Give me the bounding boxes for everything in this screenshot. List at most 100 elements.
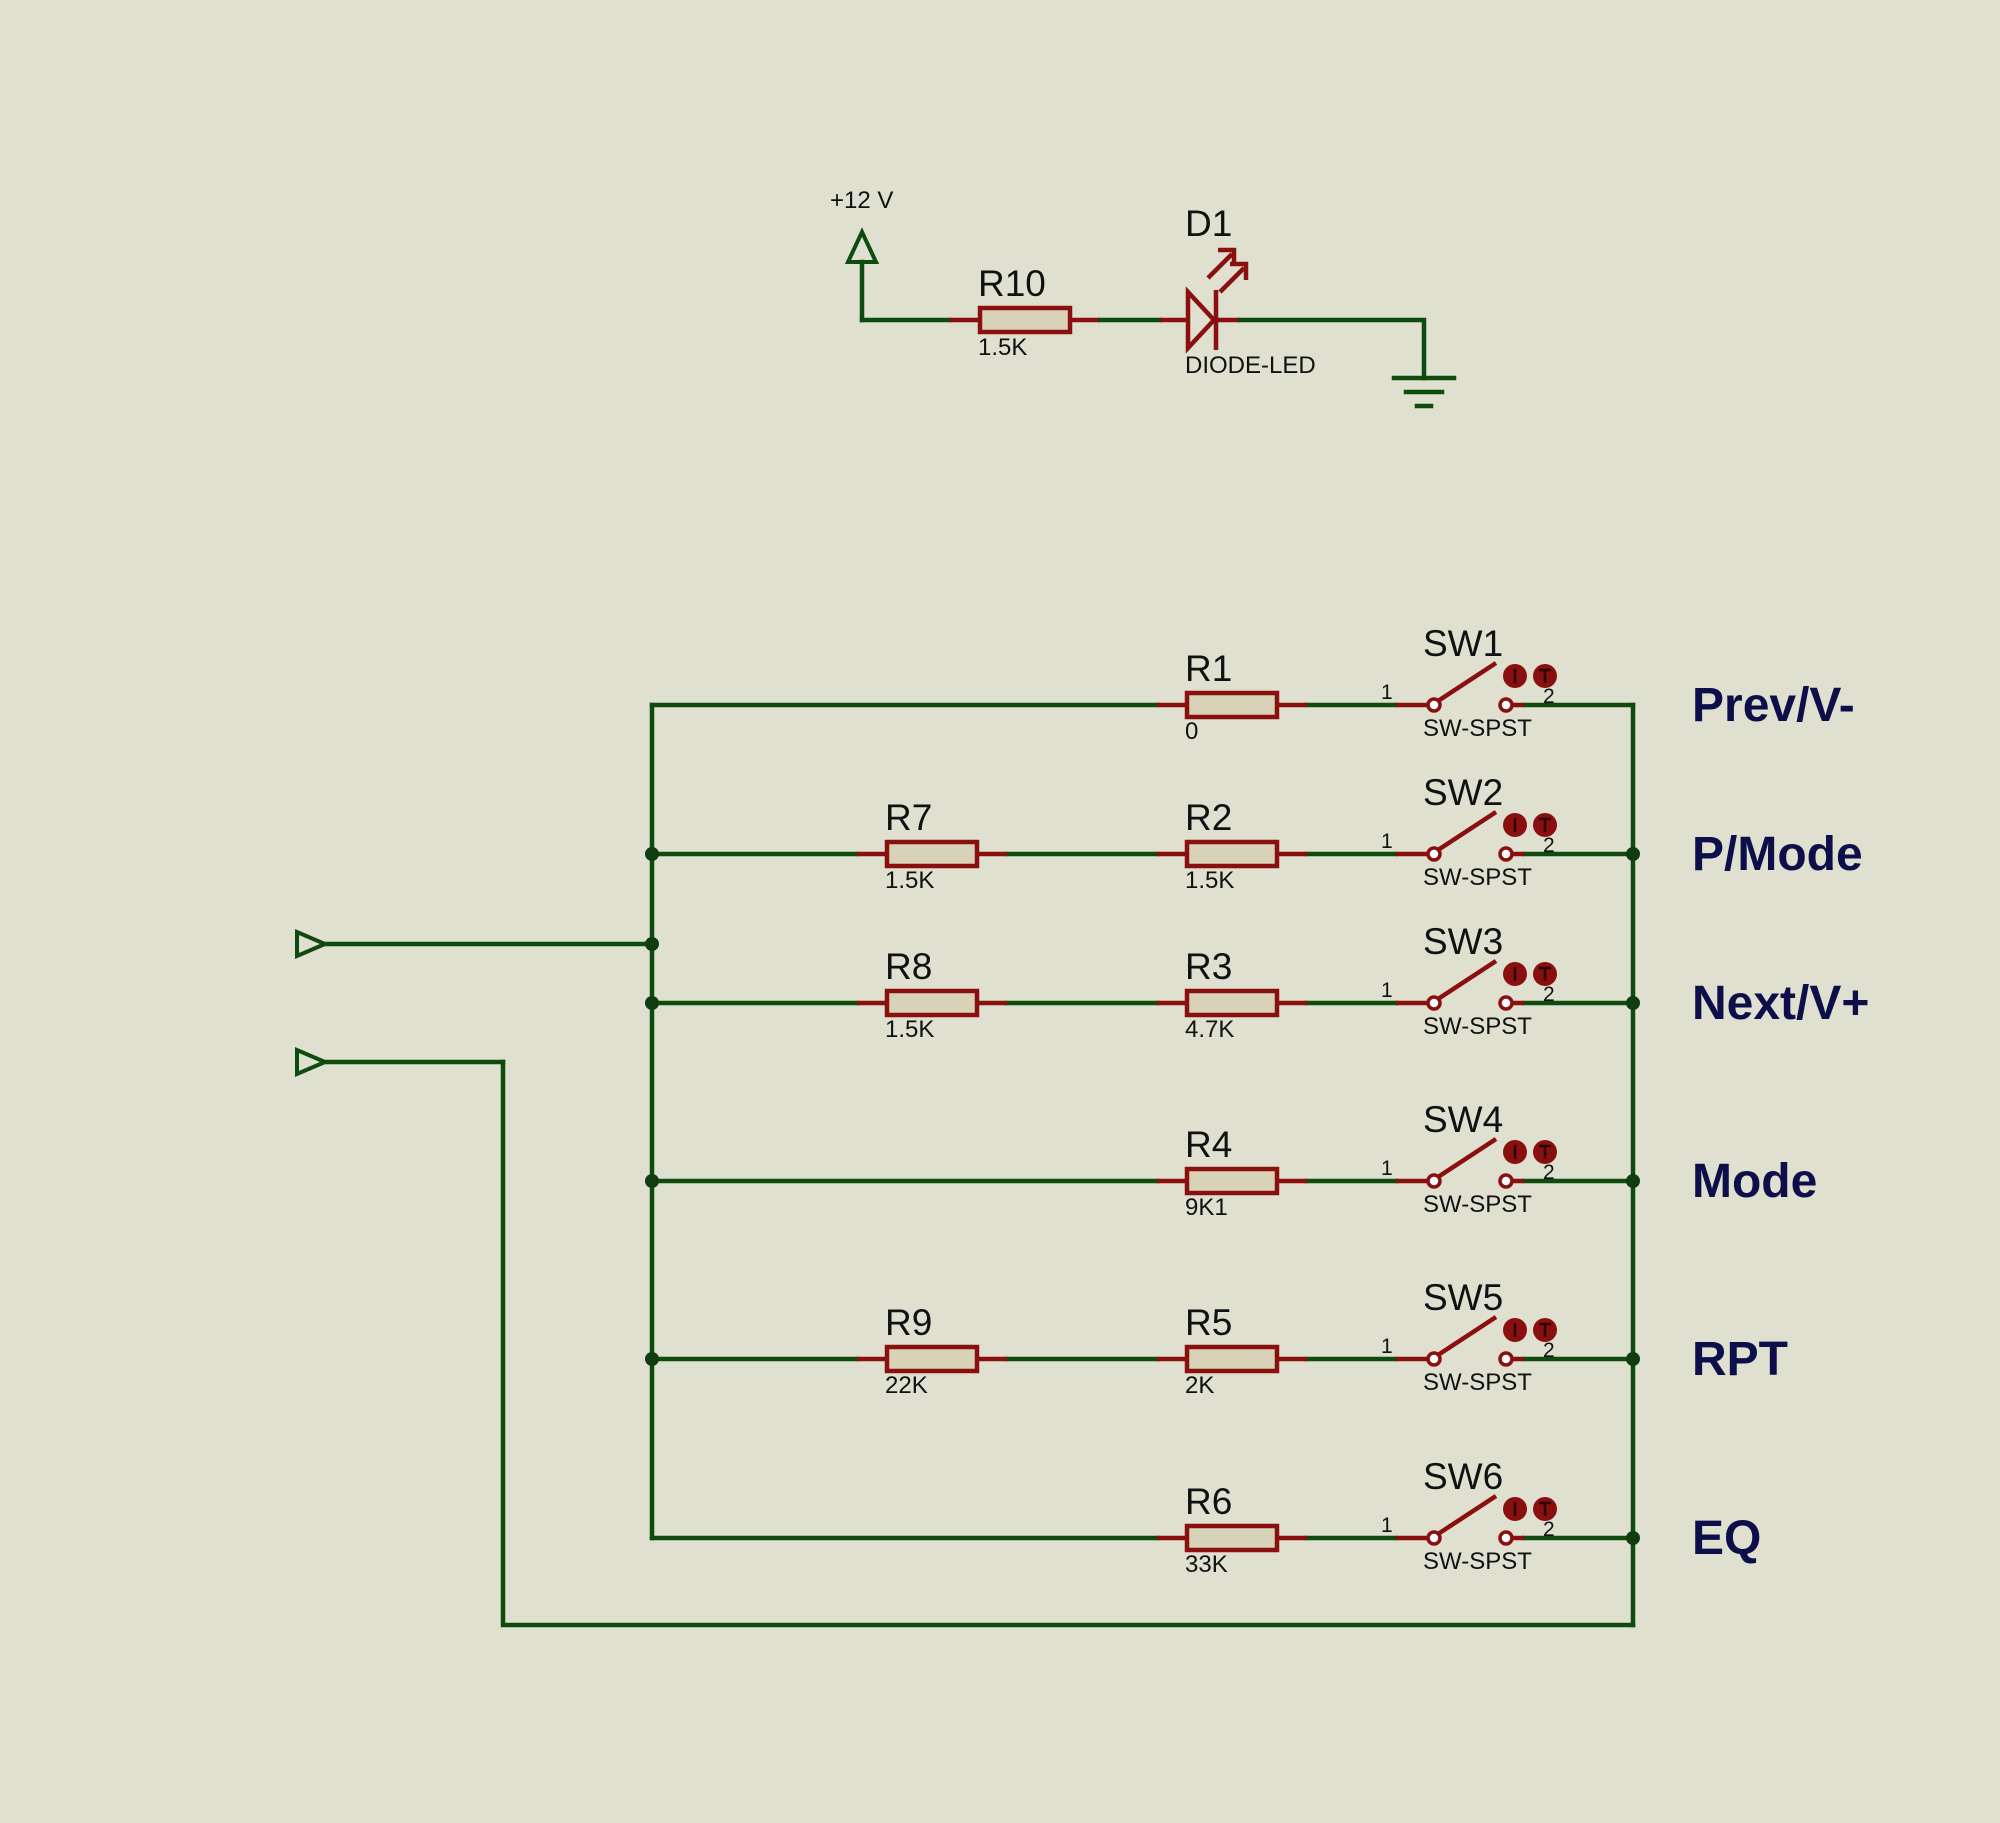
switch-toggle-icon[interactable] bbox=[1503, 1140, 1527, 1164]
switch-pin-2: 2 bbox=[1543, 1518, 1555, 1541]
r2-ref: R2 bbox=[1185, 797, 1232, 838]
resistor-r7[interactable] bbox=[884, 839, 980, 869]
switch-sw1[interactable] bbox=[1396, 661, 1524, 713]
switch-pin-2: 2 bbox=[1543, 834, 1555, 857]
junction bbox=[645, 847, 659, 861]
junction bbox=[645, 1352, 659, 1366]
switch-model: SW-SPST bbox=[1423, 715, 1532, 742]
ground-symbol bbox=[1391, 375, 1457, 409]
switch-pin-2: 2 bbox=[1543, 1161, 1555, 1184]
switch-pin-1: 1 bbox=[1381, 1157, 1393, 1180]
switch-model: SW-SPST bbox=[1423, 1369, 1532, 1396]
junction bbox=[1626, 847, 1640, 861]
switch-pin-1: 1 bbox=[1381, 681, 1393, 704]
resistor-r10[interactable] bbox=[977, 305, 1073, 335]
sw1-ref: SW1 bbox=[1423, 623, 1503, 664]
r5-value: 2K bbox=[1185, 1372, 1214, 1399]
resistor-r9[interactable] bbox=[884, 1344, 980, 1374]
resistor-r8[interactable] bbox=[884, 988, 980, 1018]
r1-value: 0 bbox=[1185, 718, 1198, 745]
switch-pin-2: 2 bbox=[1543, 1339, 1555, 1362]
r8-ref: R8 bbox=[885, 946, 932, 987]
switch-sw6[interactable] bbox=[1396, 1494, 1524, 1546]
switch-pin-2: 2 bbox=[1543, 685, 1555, 708]
input-terminal-2[interactable] bbox=[295, 1046, 331, 1078]
switch-model: SW-SPST bbox=[1423, 1191, 1532, 1218]
button-label-4: Mode bbox=[1692, 1155, 1817, 1208]
switch-toggle-icon[interactable] bbox=[1503, 813, 1527, 837]
switch-model: SW-SPST bbox=[1423, 864, 1532, 891]
junction-input bbox=[645, 937, 659, 951]
resistor-r2[interactable] bbox=[1184, 839, 1280, 869]
switch-model: SW-SPST bbox=[1423, 1013, 1532, 1040]
switch-sw5[interactable] bbox=[1396, 1315, 1524, 1367]
switch-toggle-icon[interactable] bbox=[1503, 664, 1527, 688]
power-terminal[interactable] bbox=[844, 227, 880, 323]
button-label-6: EQ bbox=[1692, 1512, 1761, 1565]
r4-value: 9K1 bbox=[1185, 1194, 1228, 1221]
switch-sw2[interactable] bbox=[1396, 810, 1524, 862]
d1-type: DIODE-LED bbox=[1185, 352, 1316, 379]
switch-toggle-icon[interactable] bbox=[1503, 962, 1527, 986]
r6-value: 33K bbox=[1185, 1551, 1228, 1578]
resistor-r4[interactable] bbox=[1184, 1166, 1280, 1196]
input-terminal-1[interactable] bbox=[295, 928, 331, 960]
r3-ref: R3 bbox=[1185, 946, 1232, 987]
resistor-r3[interactable] bbox=[1184, 988, 1280, 1018]
r9-ref: R9 bbox=[885, 1302, 932, 1343]
junction bbox=[1626, 996, 1640, 1010]
switch-pin-1: 1 bbox=[1381, 1514, 1393, 1537]
switch-sw4[interactable] bbox=[1396, 1137, 1524, 1189]
junction bbox=[645, 996, 659, 1010]
r3-value: 4.7K bbox=[1185, 1016, 1234, 1043]
r5-ref: R5 bbox=[1185, 1302, 1232, 1343]
r9-value: 22K bbox=[885, 1372, 928, 1399]
sw2-ref: SW2 bbox=[1423, 772, 1503, 813]
r10-value: 1.5K bbox=[978, 334, 1027, 361]
r10-ref: R10 bbox=[978, 263, 1046, 304]
r1-ref: R1 bbox=[1185, 648, 1232, 689]
button-label-5: RPT bbox=[1692, 1333, 1788, 1386]
switch-toggle-icon[interactable] bbox=[1533, 962, 1557, 986]
junction bbox=[1626, 1531, 1640, 1545]
switch-pin-1: 1 bbox=[1381, 979, 1393, 1002]
junction bbox=[1626, 1352, 1640, 1366]
switch-toggle-icon[interactable] bbox=[1533, 813, 1557, 837]
led-d1[interactable] bbox=[1185, 247, 1249, 354]
button-label-3: Next/V+ bbox=[1692, 977, 1869, 1030]
sw3-ref: SW3 bbox=[1423, 921, 1503, 962]
r4-ref: R4 bbox=[1185, 1124, 1232, 1165]
switch-sw3[interactable] bbox=[1396, 959, 1524, 1011]
r6-ref: R6 bbox=[1185, 1481, 1232, 1522]
button-label-1: Prev/V- bbox=[1692, 679, 1855, 732]
switch-toggle-icon[interactable] bbox=[1533, 1497, 1557, 1521]
junction bbox=[1626, 1174, 1640, 1188]
switch-pin-1: 1 bbox=[1381, 1335, 1393, 1358]
r7-ref: R7 bbox=[885, 797, 932, 838]
switch-model: SW-SPST bbox=[1423, 1548, 1532, 1575]
sw5-ref: SW5 bbox=[1423, 1277, 1503, 1318]
led-indicator-circuit: +12 V R10 1.5K D1 DIODE-LED bbox=[830, 187, 1457, 409]
resistor-r1[interactable] bbox=[1184, 690, 1280, 720]
button-label-2: P/Mode bbox=[1692, 828, 1863, 881]
resistor-r5[interactable] bbox=[1184, 1344, 1280, 1374]
sw6-ref: SW6 bbox=[1423, 1456, 1503, 1497]
resistor-r6[interactable] bbox=[1184, 1523, 1280, 1553]
switch-toggle-icon[interactable] bbox=[1533, 1318, 1557, 1342]
switch-toggle-icon[interactable] bbox=[1503, 1497, 1527, 1521]
switch-toggle-icon[interactable] bbox=[1503, 1318, 1527, 1342]
junction bbox=[645, 1174, 659, 1188]
switch-toggle-icon[interactable] bbox=[1533, 664, 1557, 688]
switch-pin-1: 1 bbox=[1381, 830, 1393, 853]
d1-ref: D1 bbox=[1185, 203, 1232, 244]
switch-toggle-icon[interactable] bbox=[1533, 1140, 1557, 1164]
r2-value: 1.5K bbox=[1185, 867, 1234, 894]
